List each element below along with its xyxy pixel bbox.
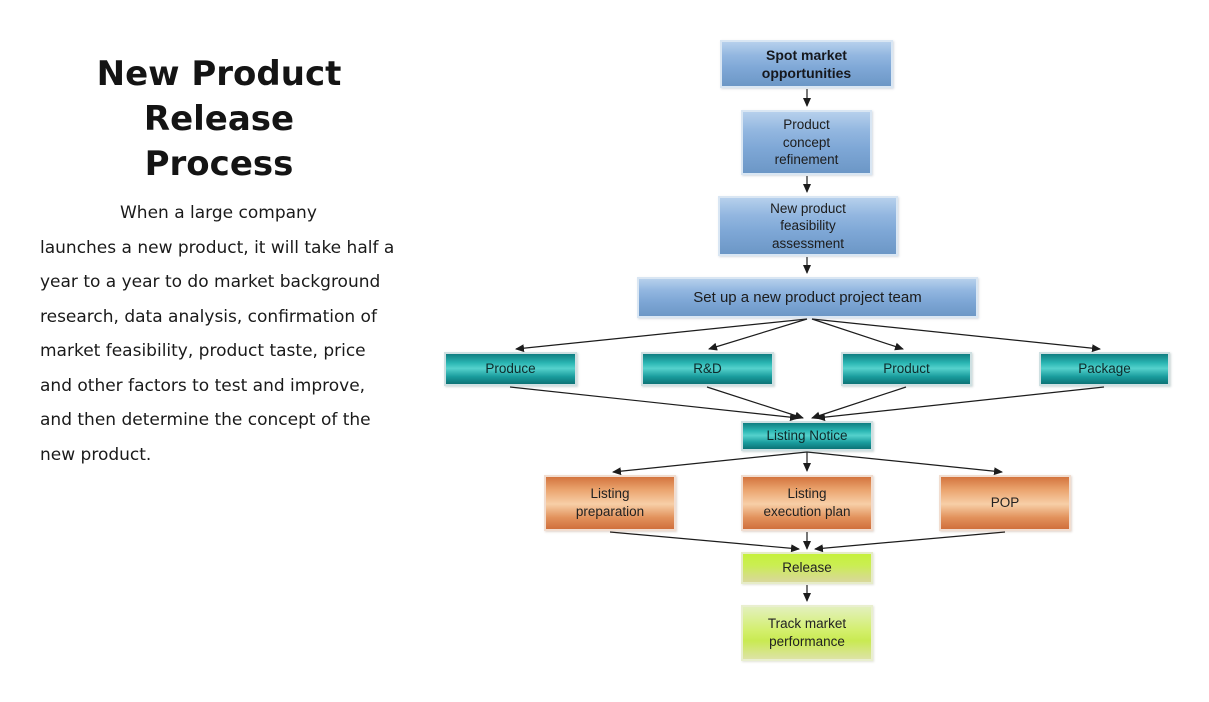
- node-label-line: Produce: [485, 361, 536, 377]
- node-label-line: feasibility: [780, 218, 836, 234]
- page-title-line: Release: [143, 99, 295, 139]
- node-label-line: Release: [782, 560, 832, 576]
- node-label-line: Package: [1078, 361, 1131, 377]
- node-listing-notice: Listing Notice: [741, 421, 873, 451]
- node-product-concept-refinement: Product concept refinement: [741, 110, 872, 175]
- node-label-line: Track market: [767, 616, 847, 632]
- node-listing-preparation: Listing preparation: [544, 475, 676, 531]
- node-produce: Produce: [444, 352, 577, 386]
- node-pop: POP: [939, 475, 1071, 531]
- node-label-line: Set up a new product project team: [693, 288, 922, 306]
- node-package: Package: [1039, 352, 1170, 386]
- node-label-line: Spot market: [766, 46, 847, 63]
- node-label-line: Listing Notice: [766, 428, 848, 444]
- node-label-line: R&D: [693, 361, 722, 377]
- node-label-line: preparation: [575, 504, 645, 519]
- node-label-line: execution plan: [763, 504, 851, 519]
- node-release: Release: [741, 552, 873, 584]
- node-set-up-project-team: Set up a new product project team: [637, 277, 978, 318]
- node-label-line: refinement: [774, 152, 839, 168]
- node-label-line: Product: [783, 117, 830, 133]
- node-new-product-feasibility-assessment: New product feasibility assessment: [718, 196, 898, 256]
- page-title-line: Process: [144, 144, 294, 184]
- node-label-line: Listing: [590, 486, 630, 502]
- node-label-line: Product: [883, 361, 930, 377]
- node-label-line: New product: [770, 200, 846, 216]
- node-product: Product: [841, 352, 972, 386]
- page-title: New Product Release Process: [40, 52, 398, 187]
- node-label-line: performance: [769, 634, 845, 649]
- node-label-line: assessment: [771, 235, 845, 251]
- node-track-market-performance: Track market performance: [741, 605, 873, 661]
- node-label-line: Listing: [787, 486, 827, 502]
- node-listing-execution-plan: Listing execution plan: [741, 475, 873, 531]
- page-description: When a large company launches a new prod…: [40, 203, 395, 465]
- left-text-panel: New Product Release Process When a large…: [40, 52, 398, 472]
- node-label-line: concept: [782, 134, 831, 150]
- page-title-line: New Product: [96, 54, 342, 94]
- node-label-line: POP: [990, 495, 1020, 511]
- node-label-line: opportunities: [761, 65, 852, 81]
- node-rd: R&D: [641, 352, 774, 386]
- node-spot-market-opportunities: Spot market opportunities: [720, 40, 893, 88]
